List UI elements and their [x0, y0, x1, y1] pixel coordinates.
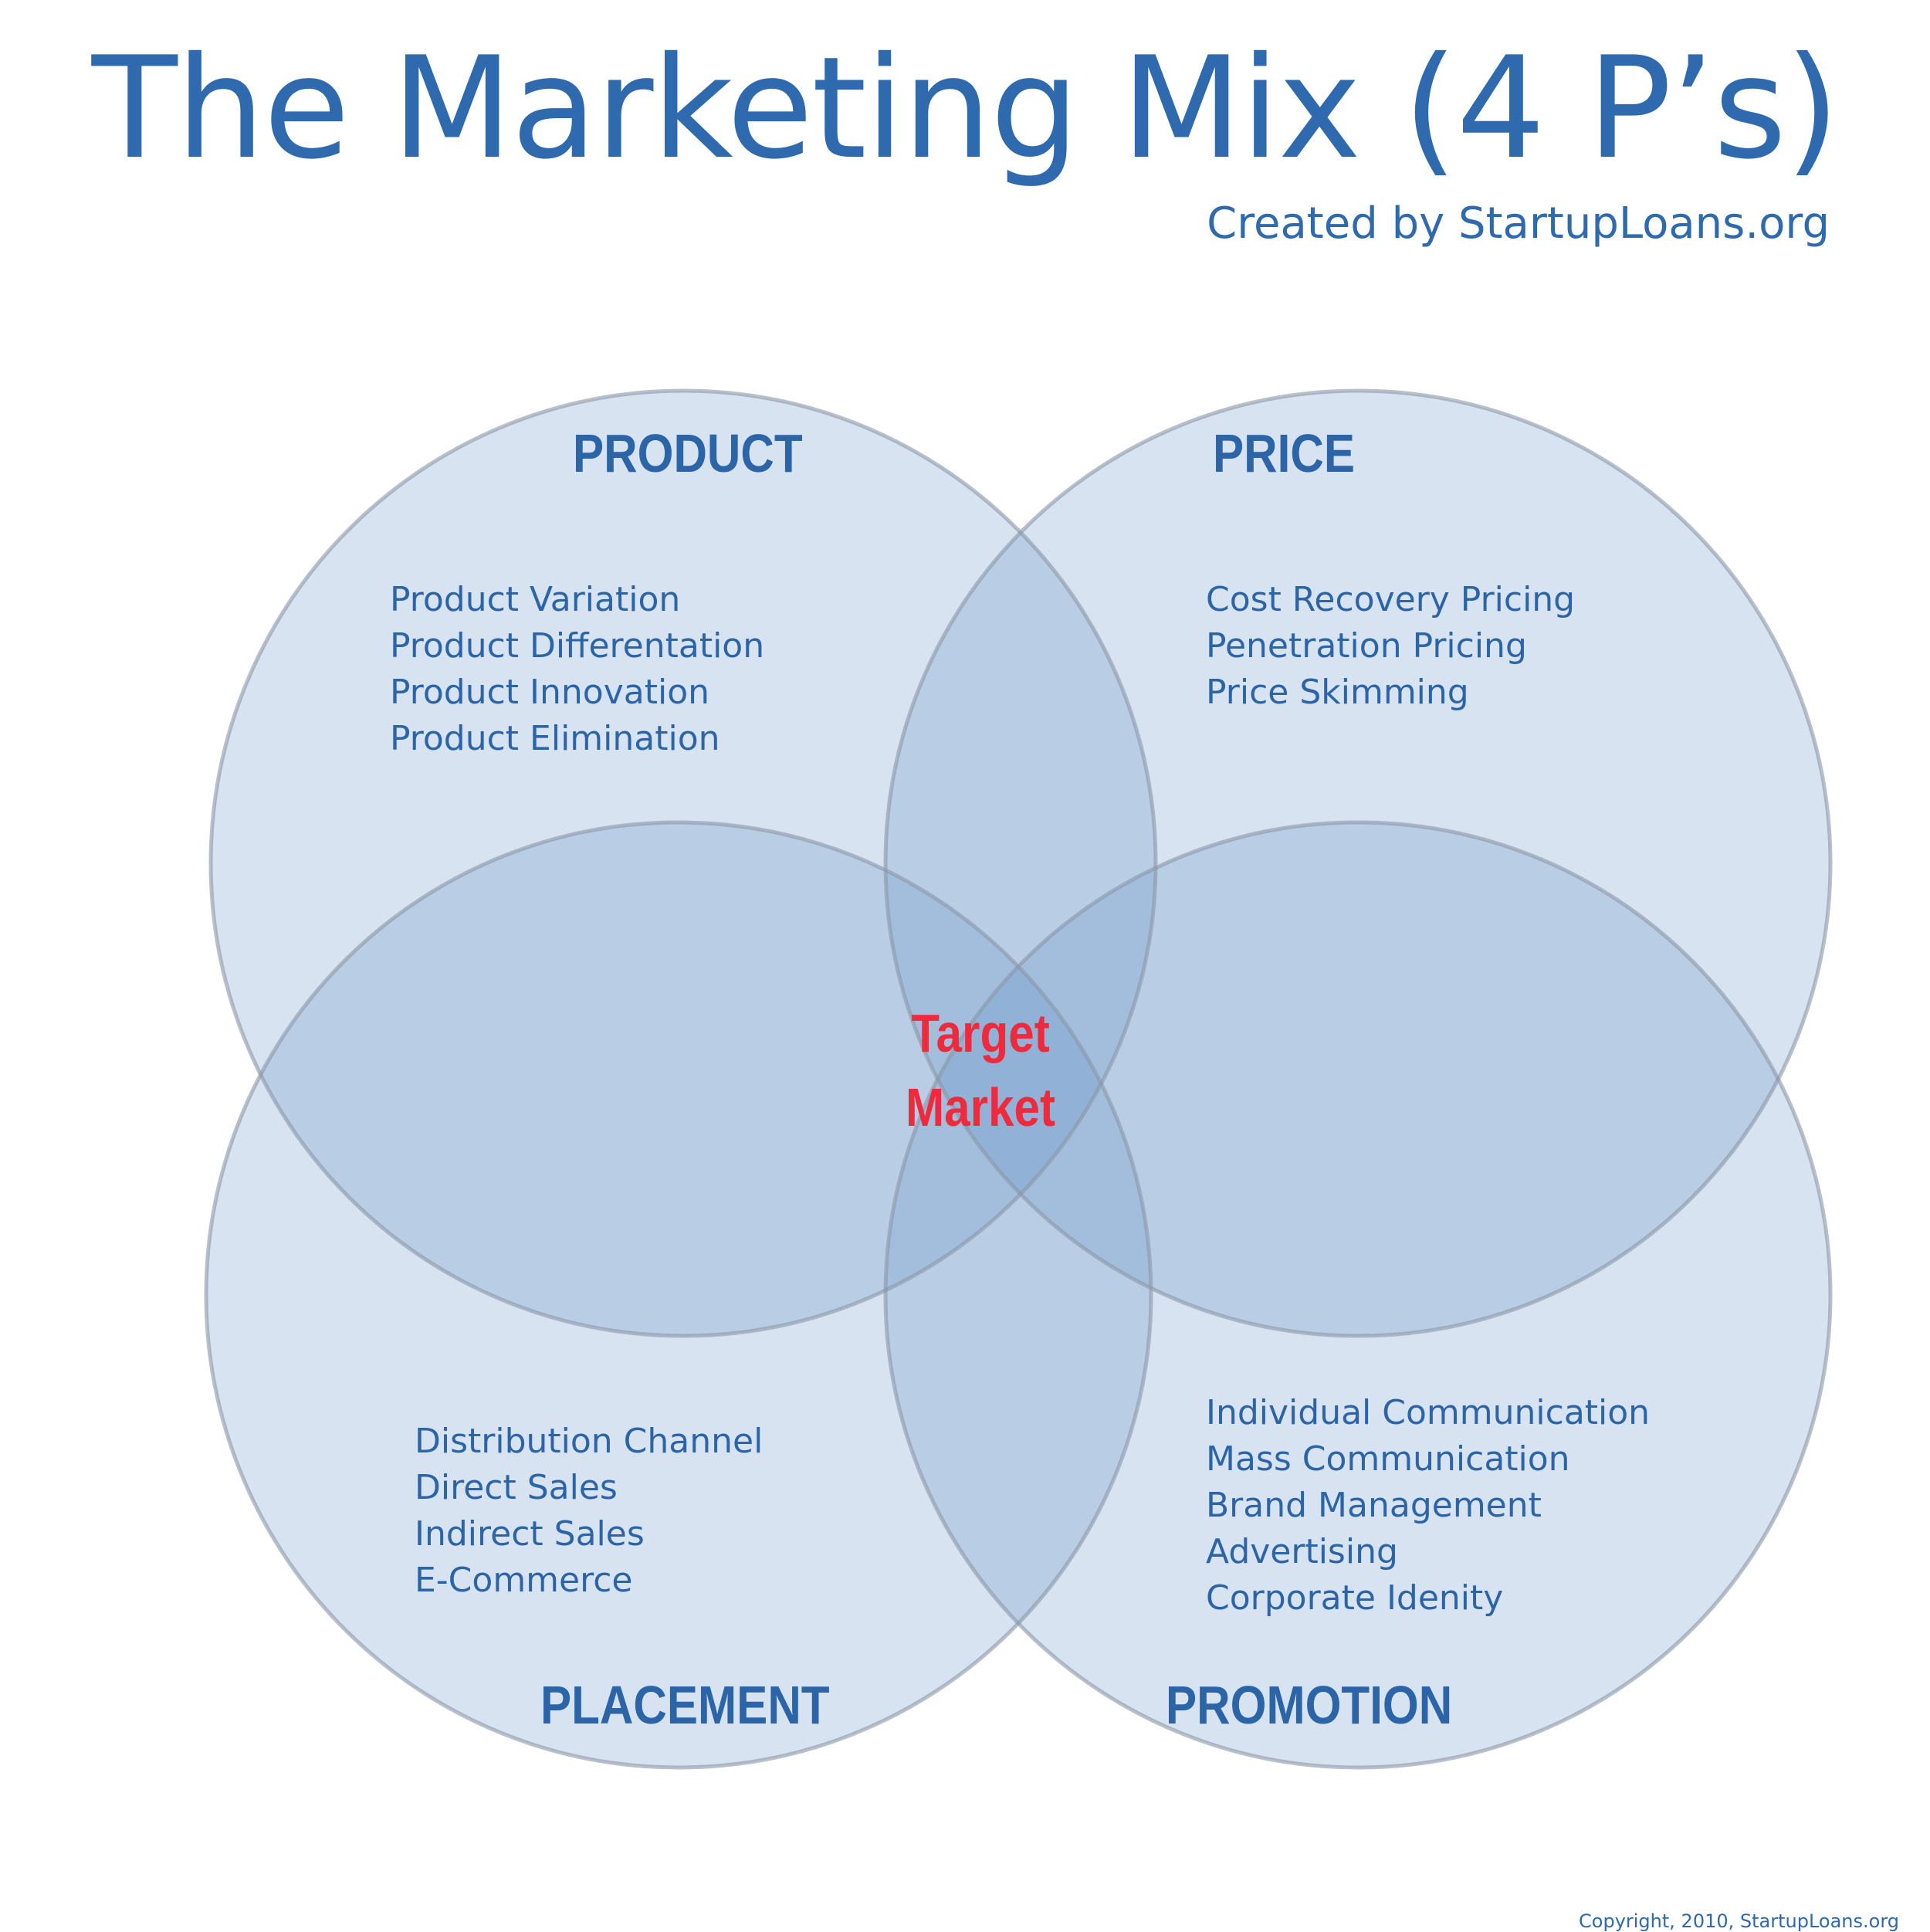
target-market-line-2: Market — [905, 1077, 1056, 1137]
price-item-list: Cost Recovery Pricing Penetration Pricin… — [1206, 577, 1575, 716]
placement-heading: PLACEMENT — [540, 1675, 830, 1735]
promotion-circle — [885, 822, 1830, 1768]
product-heading: PRODUCT — [573, 423, 803, 483]
venn-outlines — [204, 388, 1833, 1770]
promotion-item: Individual Communication — [1206, 1393, 1651, 1432]
placement-item-list: Distribution Channel Direct Sales Indire… — [415, 1418, 763, 1604]
promotion-item-list: Individual Communication Mass Communicat… — [1206, 1390, 1650, 1622]
product-item: Product Elimination — [390, 719, 720, 758]
product-item-list: Product Variation Product Differentation… — [390, 577, 764, 762]
promotion-item: Mass Communication — [1206, 1439, 1570, 1479]
promotion-item: Brand Management — [1206, 1486, 1542, 1525]
page-title: The Marketing Mix (4 P’s) — [91, 26, 1840, 190]
placement-item: E-Commerce — [415, 1561, 633, 1600]
price-item: Price Skimming — [1206, 673, 1469, 712]
promotion-circle-outline — [883, 820, 1833, 1770]
promotion-item: Corporate Idenity — [1206, 1578, 1504, 1618]
price-item: Penetration Pricing — [1206, 626, 1527, 666]
product-circle-outline — [208, 388, 1158, 1338]
promotion-item: Advertising — [1206, 1532, 1398, 1571]
price-item: Cost Recovery Pricing — [1206, 580, 1576, 619]
placement-item: Indirect Sales — [415, 1514, 645, 1554]
product-circle — [211, 391, 1156, 1336]
price-heading: PRICE — [1213, 423, 1355, 483]
price-circle-outline — [883, 388, 1833, 1338]
target-market-line-1: Target — [911, 1003, 1050, 1063]
placement-item: Distribution Channel — [415, 1422, 764, 1461]
target-market-label: Target Market — [894, 996, 1067, 1144]
price-circle — [885, 391, 1830, 1336]
product-item: Product Innovation — [390, 673, 710, 712]
placement-circle — [206, 822, 1151, 1768]
copyright-notice: Copyright, 2010, StartupLoans.org — [1579, 1910, 1899, 1932]
page-subtitle: Created by StartupLoans.org — [1207, 198, 1830, 249]
placement-circle-outline — [204, 820, 1153, 1770]
placement-item: Direct Sales — [415, 1468, 618, 1507]
product-item: Product Variation — [390, 580, 681, 619]
product-item: Product Differentation — [390, 626, 765, 666]
venn-fills — [206, 391, 1830, 1768]
promotion-heading: PROMOTION — [1166, 1675, 1453, 1735]
